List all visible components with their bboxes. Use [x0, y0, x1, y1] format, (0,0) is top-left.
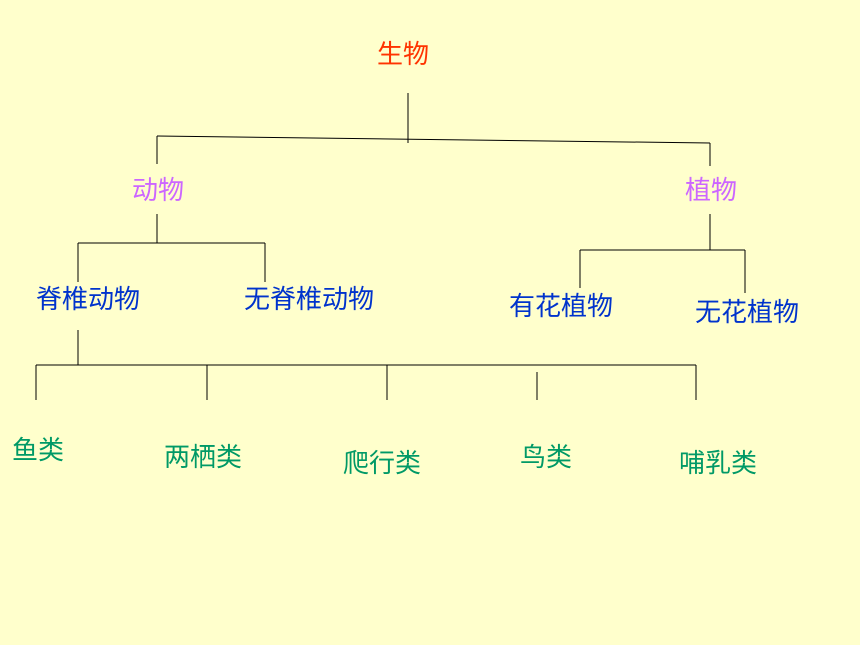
node-vertebrate: 脊椎动物	[35, 285, 141, 315]
node-reptile: 爬行类	[342, 449, 422, 479]
line-kingdom-bar	[156, 135, 711, 144]
node-invertebrate: 无脊椎动物	[243, 285, 375, 315]
node-bird: 鸟类	[519, 443, 573, 473]
node-amphibian: 两栖类	[163, 443, 243, 473]
node-root: 生物	[376, 40, 430, 70]
node-fish: 鱼类	[11, 436, 65, 466]
node-nonflowering: 无花植物	[694, 298, 800, 328]
node-plant: 植物	[684, 176, 738, 206]
node-animal: 动物	[131, 176, 185, 206]
node-mammal: 哺乳类	[678, 449, 758, 479]
node-flowering: 有花植物	[508, 292, 614, 322]
